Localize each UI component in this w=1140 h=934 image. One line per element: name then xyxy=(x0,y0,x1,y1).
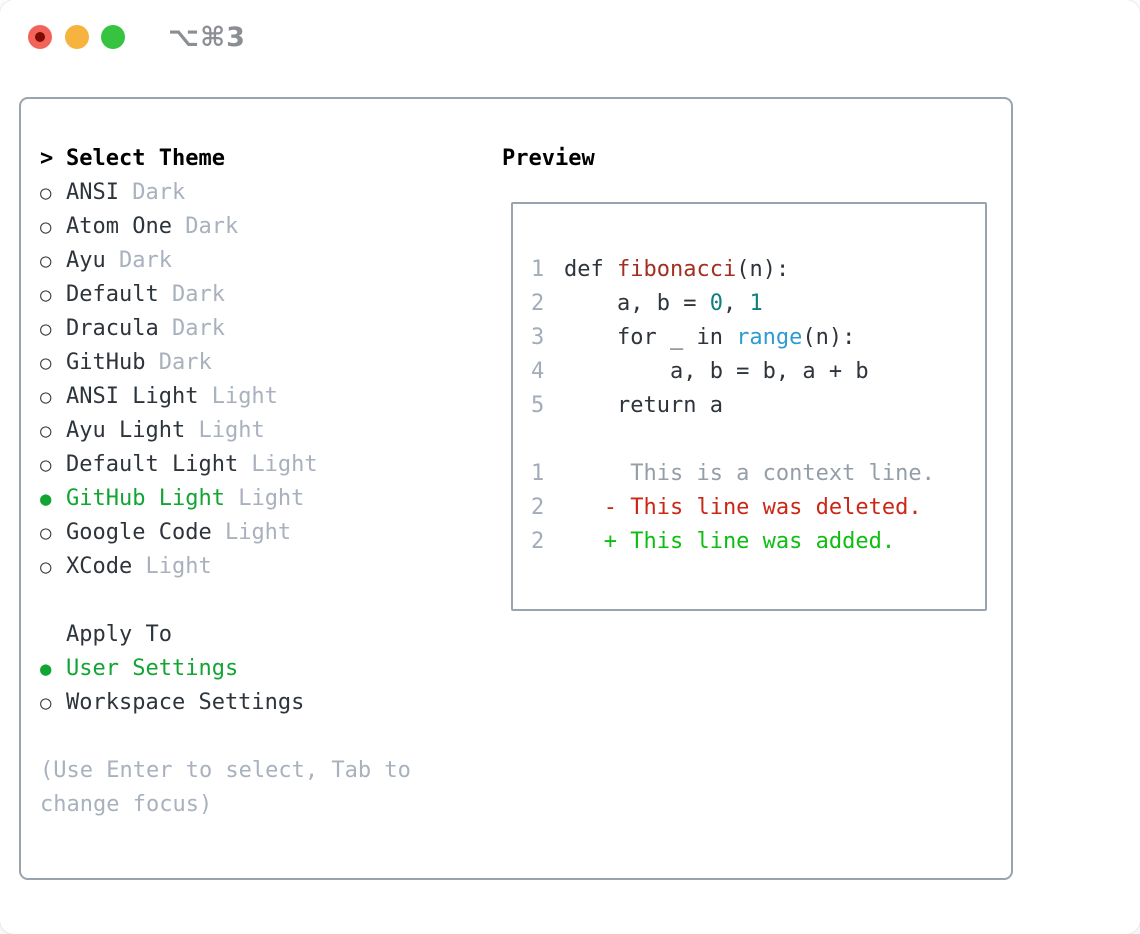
theme-list-column: > Select Theme ○ ANSI Dark ○ Atom One Dark ○ A… xyxy=(40,142,480,822)
preview-title: Preview xyxy=(502,146,595,171)
radio-unselected-icon: ○ xyxy=(40,318,52,340)
radio-selected-icon: ● xyxy=(40,658,52,680)
theme-name: Default xyxy=(66,282,159,307)
help-text-line: (Use Enter to select, Tab to xyxy=(40,758,411,783)
line-number: 1 xyxy=(531,461,545,486)
code-line: 4 a, b = b, a + b xyxy=(531,355,985,389)
line-content: a, b = b, a + b xyxy=(564,359,869,384)
theme-item-default-light[interactable]: ○ Default Light Light xyxy=(40,448,480,482)
theme-variant: Dark xyxy=(118,180,186,205)
line-number: 2 xyxy=(531,291,545,316)
code-line: 2 a, b = 0, 1 xyxy=(531,287,985,321)
code-line: 1 def fibonacci(n): xyxy=(531,253,985,287)
apply-to-title: Apply To xyxy=(66,622,172,647)
window-title: ⌥⌘3 xyxy=(168,22,246,53)
theme-item-ayu-light[interactable]: ○ Ayu Light Light xyxy=(40,414,480,448)
line-content: return a xyxy=(564,393,723,418)
select-theme-header: > Select Theme xyxy=(40,142,480,176)
apply-to-list: ● User Settings ○ Workspace Settings xyxy=(40,652,480,720)
theme-name: Atom One xyxy=(66,214,172,239)
theme-variant: Dark xyxy=(105,248,172,273)
theme-variant: Dark xyxy=(171,214,239,239)
radio-unselected-icon: ○ xyxy=(40,522,52,544)
radio-unselected-icon: ○ xyxy=(40,454,52,476)
radio-unselected-icon: ○ xyxy=(40,216,52,238)
radio-unselected-icon: ○ xyxy=(40,352,52,374)
help-text: (Use Enter to select, Tab to change focus… xyxy=(40,754,480,822)
theme-item-ansi[interactable]: ○ ANSI Dark xyxy=(40,176,480,210)
diff-preview: 1 This is a context line.2 - This line w… xyxy=(531,457,985,559)
maximize-button[interactable] xyxy=(101,25,125,49)
radio-unselected-icon: ○ xyxy=(40,250,52,272)
radio-unselected-icon: ○ xyxy=(40,556,52,578)
theme-name: ANSI Light xyxy=(66,384,199,409)
title-bar: ⌥⌘3 xyxy=(0,0,1140,74)
theme-name: Google Code xyxy=(66,520,212,545)
line-content: This is a context line. xyxy=(564,461,935,486)
apply-item-label: User Settings xyxy=(66,656,239,681)
radio-selected-icon: ● xyxy=(40,488,52,510)
line-content: def fibonacci(n): xyxy=(564,257,790,282)
theme-name: Ayu xyxy=(66,248,106,273)
apply-item-workspace-settings[interactable]: ○ Workspace Settings xyxy=(40,686,480,720)
line-content: a, b = 0, 1 xyxy=(564,291,763,316)
theme-picker-panel: > Select Theme ○ ANSI Dark ○ Atom One Dark ○ A… xyxy=(19,97,1013,880)
radio-unselected-icon: ○ xyxy=(40,182,52,204)
theme-variant: Dark xyxy=(158,282,225,307)
radio-unselected-icon: ○ xyxy=(40,284,52,306)
theme-name: Ayu Light xyxy=(66,418,186,443)
diff-line: 2 + This line was added. xyxy=(531,525,985,559)
line-number: 3 xyxy=(531,325,545,350)
help-text-line: change focus) xyxy=(40,792,213,817)
line-content: + This line was added. xyxy=(564,529,896,554)
close-button[interactable] xyxy=(28,25,52,49)
radio-unselected-icon: ○ xyxy=(40,386,52,408)
line-content: for _ in range(n): xyxy=(564,325,856,350)
theme-variant: Light xyxy=(211,520,292,545)
theme-item-ansi-light[interactable]: ○ ANSI Light Light xyxy=(40,380,480,414)
apply-item-label: Workspace Settings xyxy=(66,690,305,715)
theme-name: Default Light xyxy=(66,452,239,477)
code-line: 3 for _ in range(n): xyxy=(531,321,985,355)
theme-name: GitHub Light xyxy=(66,486,225,511)
theme-item-google-code[interactable]: ○ Google Code Light xyxy=(40,516,480,550)
theme-item-github[interactable]: ○ GitHub Dark xyxy=(40,346,480,380)
theme-item-atom-one[interactable]: ○ Atom One Dark xyxy=(40,210,480,244)
theme-name: GitHub xyxy=(66,350,146,375)
theme-item-xcode[interactable]: ○ XCode Light xyxy=(40,550,480,584)
line-number: 5 xyxy=(531,393,545,418)
radio-unselected-icon: ○ xyxy=(40,692,52,714)
select-theme-title: Select Theme xyxy=(66,146,225,171)
radio-unselected-icon: ○ xyxy=(40,420,52,442)
theme-item-default[interactable]: ○ Default Dark xyxy=(40,278,480,312)
theme-item-dracula[interactable]: ○ Dracula Dark xyxy=(40,312,480,346)
line-number: 4 xyxy=(531,359,545,384)
theme-name: ANSI xyxy=(66,180,119,205)
theme-item-github-light[interactable]: ● GitHub Light Light xyxy=(40,482,480,516)
line-number: 2 xyxy=(531,495,545,520)
code-line: 5 return a xyxy=(531,389,985,423)
theme-variant: Light xyxy=(224,486,305,511)
line-number: 2 xyxy=(531,529,545,554)
line-content: - This line was deleted. xyxy=(564,495,922,520)
apply-to-header: Apply To xyxy=(40,618,480,652)
cursor-caret-icon: > xyxy=(40,146,54,171)
theme-item-ayu[interactable]: ○ Ayu Dark xyxy=(40,244,480,278)
line-number: 1 xyxy=(531,257,545,282)
theme-variant: Light xyxy=(132,554,212,579)
diff-line: 1 This is a context line. xyxy=(531,457,985,491)
theme-variant: Dark xyxy=(145,350,212,375)
minimize-button[interactable] xyxy=(65,25,89,49)
theme-name: Dracula xyxy=(66,316,159,341)
theme-variant: Light xyxy=(198,384,278,409)
diff-line: 2 - This line was deleted. xyxy=(531,491,985,525)
theme-variant: Light xyxy=(238,452,318,477)
theme-variant: Light xyxy=(185,418,265,443)
theme-name: XCode xyxy=(66,554,133,579)
theme-variant: Dark xyxy=(158,316,225,341)
theme-list: ○ ANSI Dark ○ Atom One Dark ○ Ayu Dark ○ Defaul… xyxy=(40,176,480,584)
apply-item-user-settings[interactable]: ● User Settings xyxy=(40,652,480,686)
